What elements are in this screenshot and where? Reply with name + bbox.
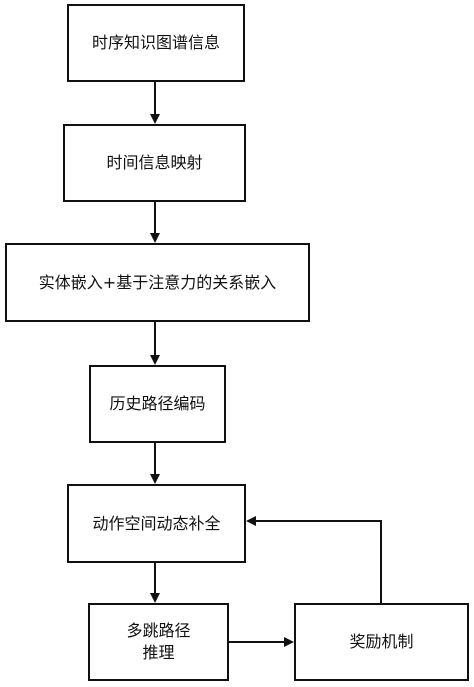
node-history-encode-label: 历史路径编码: [109, 394, 206, 413]
node-multi-hop: 多跳路径 推理: [88, 603, 229, 681]
node-kg-info-label: 时序知识图谱信息: [91, 33, 220, 52]
node-multi-hop-text: 多跳路径 推理: [126, 620, 190, 664]
node-time-map: 时间信息映射: [63, 124, 246, 202]
node-multi-hop-line1: 多跳路径: [126, 621, 191, 640]
node-time-map-label: 时间信息映射: [106, 153, 203, 172]
node-multi-hop-line2: 推理: [142, 643, 175, 662]
node-embedding-label: 实体嵌入+基于注意力的关系嵌入: [38, 272, 277, 292]
edge-reward-to-action: [246, 516, 382, 603]
node-action-complete-label: 动作空间动态补全: [92, 513, 221, 533]
node-history-encode: 历史路径编码: [89, 365, 226, 443]
node-reward-label: 奖励机制: [349, 632, 414, 651]
node-embedding: 实体嵌入+基于注意力的关系嵌入: [5, 243, 310, 322]
node-reward: 奖励机制: [294, 603, 469, 681]
node-kg-info: 时序知识图谱信息: [67, 4, 245, 82]
node-action-complete: 动作空间动态补全: [67, 484, 246, 563]
